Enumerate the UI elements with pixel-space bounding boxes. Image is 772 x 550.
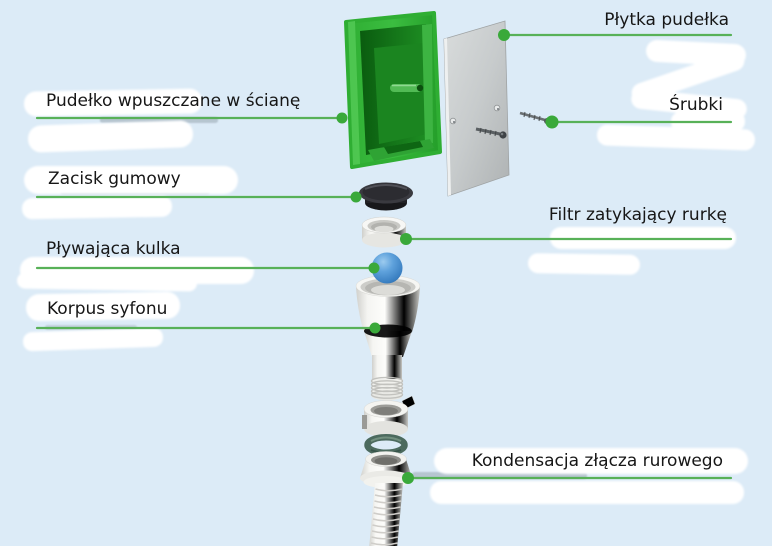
leader-dot-box-plate (498, 29, 510, 41)
label-siphon-body: Korpus syfonu (47, 299, 168, 319)
box-pipe-stub (390, 84, 424, 92)
rubber-clamp-graphic (359, 182, 413, 211)
leader-dot-floating-ball (368, 262, 380, 274)
wall-box-graphic (344, 11, 442, 169)
plate-screw-holes (449, 104, 501, 125)
label-screws: Śrubki (669, 95, 723, 115)
leader-dot-pipe-filter (400, 233, 412, 245)
leader-dot-siphon-body (369, 322, 381, 334)
siphon-body-graphic (355, 275, 421, 401)
label-pipe-filter: Filtr zatykający rurkę (548, 205, 727, 225)
siphon-thread (370, 376, 404, 401)
label-rubber-clamp: Zacisk gumowy (48, 169, 181, 189)
label-box-plate: Płytka pudełka (604, 10, 729, 30)
pipe-connector-graphic (360, 451, 412, 488)
bottom-edge-strip (0, 546, 772, 550)
floating-ball-graphic (371, 252, 403, 284)
leader-lines (35, 33, 733, 480)
leader-dot-wall-box (336, 112, 348, 124)
whiteout-patches (17, 39, 755, 504)
filter-ring-graphic (361, 216, 407, 248)
leader-dot-rubber-clamp (350, 191, 362, 203)
label-wall-box: Pudełko wpuszczane w ścianę (46, 91, 301, 111)
cover-plate-graphic (443, 20, 510, 197)
leader-dots (336, 29, 559, 484)
label-pipe-condensation: Kondensacja złącza rurowego (471, 451, 723, 471)
label-floating-ball: Pływająca kulka (46, 239, 181, 259)
leader-dot-pipe-condensation (402, 472, 414, 484)
drain-hose-graphic (369, 483, 403, 549)
coupling-nut-graphic (362, 395, 416, 437)
leader-dot-screws (545, 115, 559, 129)
mounted-screw-graphic (475, 127, 507, 139)
